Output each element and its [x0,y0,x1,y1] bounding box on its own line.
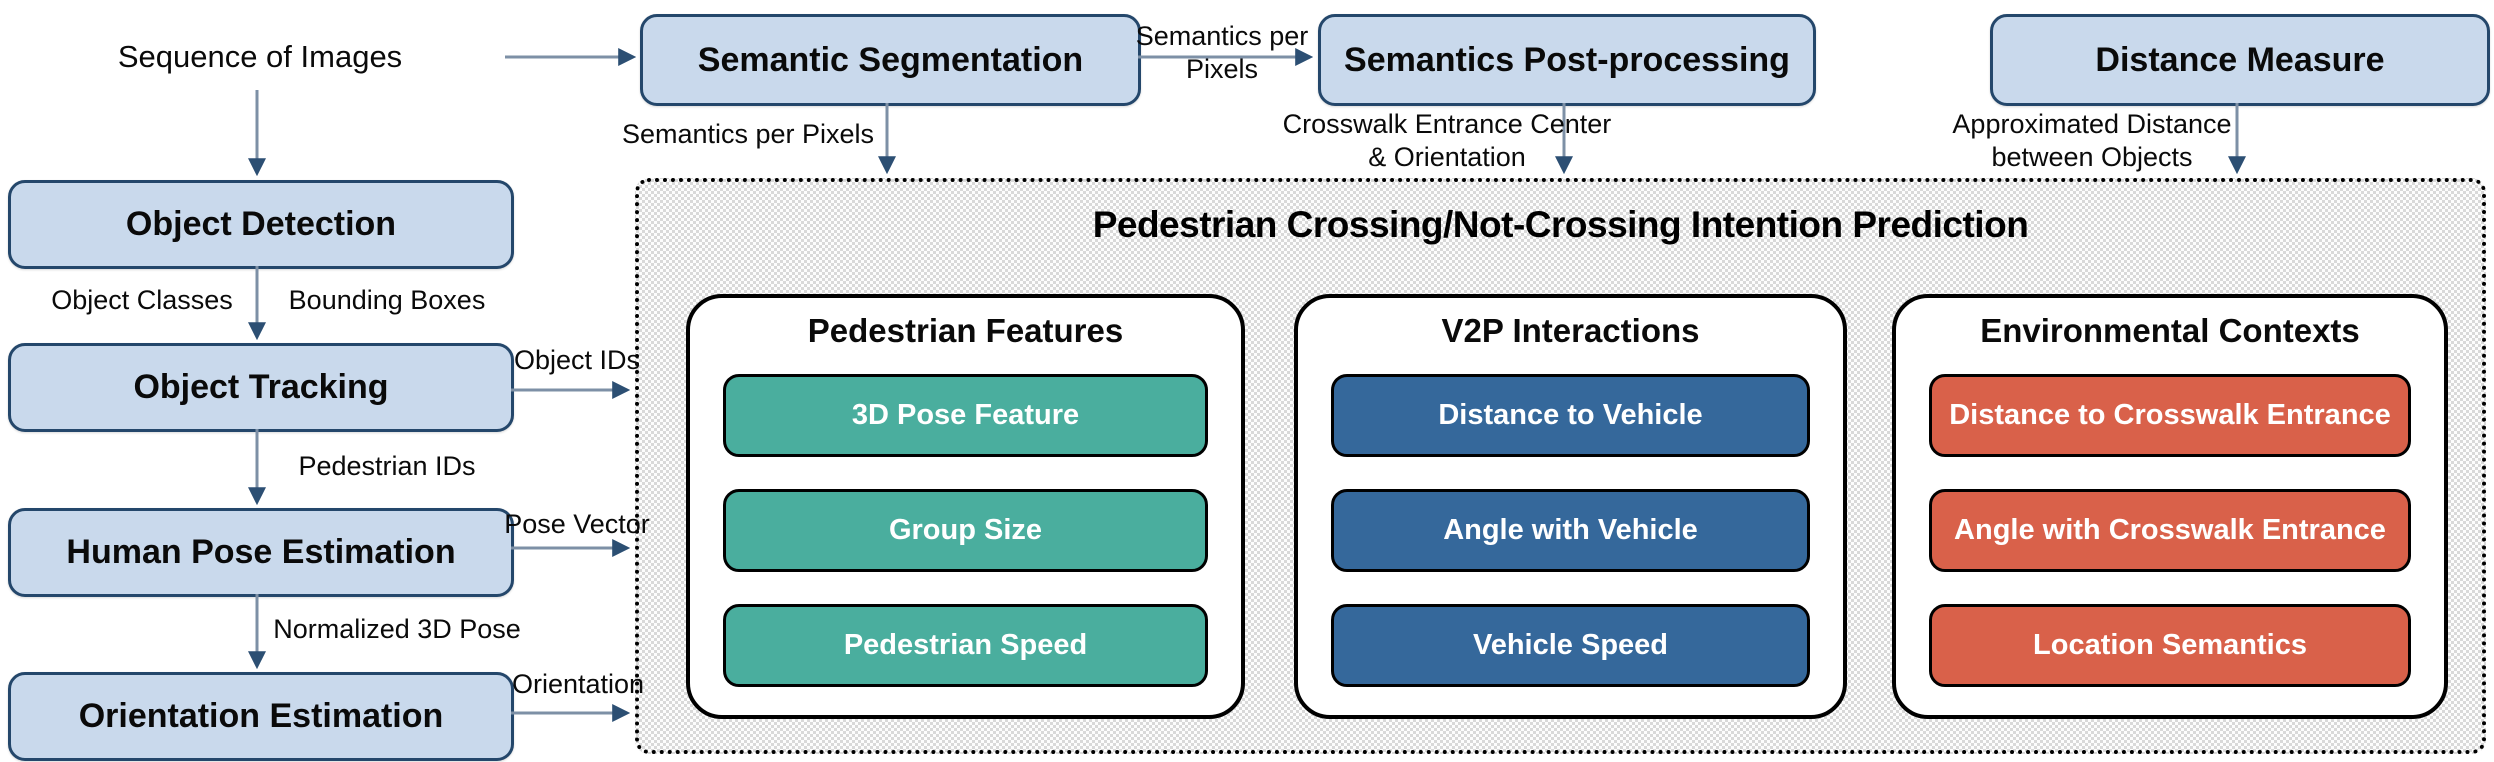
node-distance-measure: Distance Measure [1990,14,2490,106]
panel-v2p-interactions-title: V2P Interactions [1441,312,1700,349]
feature-box-location-semantics: Location Semantics [1929,604,2411,687]
node-orientation-estimation: Orientation Estimation [8,672,514,761]
feature-box-pedestrian-speed: Pedestrian Speed [723,604,1208,687]
feature-box-angle-with-crosswalk-entrance: Angle with Crosswalk Entrance [1929,489,2411,572]
node-object-detection: Object Detection [8,180,514,269]
edge-label-bounding-boxes: Bounding Boxes [288,285,486,315]
edge-label-orientation: Orientation [511,669,645,699]
edge-label-semantics-per-pixels-right: Semantics per Pixels [1135,21,1309,84]
edge-label-pose-vector: Pose Vector [504,509,650,539]
panel-environmental-contexts-title: Environmental Contexts [1980,312,2360,349]
feature-box-3d-pose-feature: 3D Pose Feature [723,374,1208,457]
panel-environmental-contexts-items: Distance to Crosswalk Entrance Angle wit… [1929,374,2411,687]
feature-box-distance-to-vehicle: Distance to Vehicle [1331,374,1810,457]
feature-box-group-size: Group Size [723,489,1208,572]
prediction-module-title: Pedestrian Crossing/Not-Crossing Intenti… [1092,204,2029,245]
sequence-of-images-label: Sequence of Images [117,39,403,74]
node-semantic-segmentation: Semantic Segmentation [640,14,1141,106]
edge-label-object-classes: Object Classes [51,285,233,315]
edge-label-semantics-per-pixels-down: Semantics per Pixels [621,119,875,149]
panel-v2p-interactions-items: Distance to Vehicle Angle with Vehicle V… [1331,374,1810,687]
node-object-tracking: Object Tracking [8,343,514,432]
panel-environmental-contexts: Environmental Contexts Distance to Cross… [1892,294,2448,719]
feature-box-distance-to-crosswalk-entrance: Distance to Crosswalk Entrance [1929,374,2411,457]
edge-label-approximated-distance: Approximated Distance between Objects [1952,109,2232,172]
prediction-module: Pedestrian Crossing/Not-Crossing Intenti… [635,178,2486,754]
panel-pedestrian-features-title: Pedestrian Features [807,312,1124,349]
node-semantics-post-processing: Semantics Post-processing [1318,14,1816,106]
feature-box-angle-with-vehicle: Angle with Vehicle [1331,489,1810,572]
panel-v2p-interactions: V2P Interactions Distance to Vehicle Ang… [1294,294,1847,719]
feature-box-vehicle-speed: Vehicle Speed [1331,604,1810,687]
edge-label-pedestrian-ids: Pedestrian IDs [298,451,476,481]
node-human-pose-estimation: Human Pose Estimation [8,508,514,597]
edge-label-crosswalk-entrance: Crosswalk Entrance Center & Orientation [1282,109,1612,172]
edge-label-object-ids: Object IDs [513,345,641,375]
panel-pedestrian-features-items: 3D Pose Feature Group Size Pedestrian Sp… [723,374,1208,687]
edge-label-normalized-3d-pose: Normalized 3D Pose [273,614,521,644]
panel-pedestrian-features: Pedestrian Features 3D Pose Feature Grou… [686,294,1245,719]
